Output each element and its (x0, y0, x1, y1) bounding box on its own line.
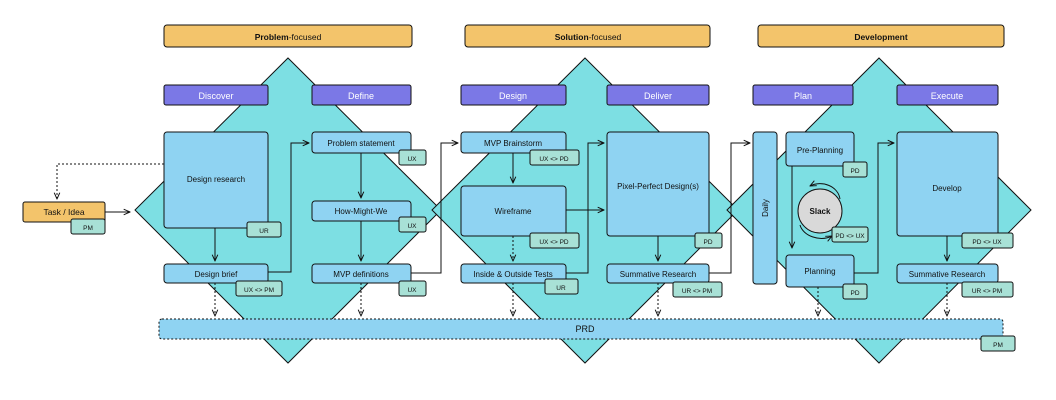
wireframe-tag (529, 232, 580, 249)
stage-label-design: Design (499, 91, 527, 101)
task-idea-label: Task / Idea (43, 207, 84, 217)
mvp-definitions-label: MVP definitions (333, 270, 388, 279)
pre-planning-box (785, 131, 855, 167)
summative-research-1-tag-label: UR <> PM (682, 288, 712, 295)
task-idea-box (22, 201, 106, 223)
how-might-we-tag (398, 216, 427, 233)
daily-box (752, 131, 778, 285)
inside-outside-tests-tag (544, 278, 579, 295)
phase-bars: Problem-focused Solution-focused Develop… (163, 24, 1005, 48)
mvp-brainstorm-tag-label: UX <> PD (539, 156, 569, 163)
task-idea-tag (70, 218, 106, 235)
slack-label: Slack (810, 207, 831, 216)
design-brief-box (163, 263, 269, 284)
phase-bar-solution (464, 24, 711, 48)
wireframe-tag-label: UX <> PD (539, 239, 569, 246)
problem-statement-label: Problem statement (327, 139, 395, 148)
pre-planning-tag (842, 161, 868, 178)
stage-label-plan: Plan (794, 91, 812, 101)
mvp-definitions-tag (398, 280, 427, 297)
develop-tag-label: PD <> UX (972, 239, 1002, 246)
phase-bar-development (757, 24, 1005, 48)
slack-tag (831, 226, 869, 243)
summative-research-1-label: Summative Research (620, 270, 696, 279)
pixel-perfect-label: Pixel-Perfect Design(s) (617, 182, 699, 191)
slack-circle (797, 188, 843, 234)
stage-bar-design (460, 84, 567, 106)
slack-tag-label: PD <> UX (835, 233, 865, 240)
daily-label: Daily (761, 199, 770, 217)
problem-statement-tag-label: UX (407, 156, 417, 163)
develop-box (896, 131, 999, 237)
wireframe-box (460, 185, 567, 237)
phase-label-solution: Solution-focused (555, 32, 622, 42)
inside-outside-tests-tag-label: UR (556, 285, 566, 292)
summative-research-1-tag (672, 281, 723, 298)
summative-research-2-tag (961, 281, 1014, 298)
phase-label-development: Development (854, 32, 908, 42)
pre-planning-label: Pre-Planning (797, 146, 843, 155)
how-might-we-label: How-Might-We (335, 207, 388, 216)
stage-label-deliver: Deliver (644, 91, 672, 101)
stage-bar-deliver (606, 84, 710, 106)
phase-bar-problem (163, 24, 413, 48)
planning-tag (842, 283, 868, 300)
mvp-definitions-box (311, 263, 412, 284)
inside-outside-tests-box (460, 263, 567, 284)
design-research-label: Design research (187, 175, 245, 184)
summative-research-2-label: Summative Research (909, 270, 985, 279)
summative-research-2-tag-label: UR <> PM (972, 288, 1002, 295)
nodes: Task / Idea PM Design research UR Design… (22, 131, 1016, 352)
stage-bar-execute (896, 84, 999, 106)
inside-outside-tests-label: Inside & Outside Tests (473, 270, 552, 279)
pre-planning-tag-label: PD (850, 168, 859, 175)
problem-statement-box (311, 131, 412, 154)
phase-label-problem: Problem-focused (255, 32, 322, 42)
pixel-perfect-tag (694, 232, 723, 249)
prd-tag (980, 335, 1016, 352)
pixel-perfect-tag-label: PD (703, 239, 712, 246)
develop-label: Develop (932, 184, 962, 193)
prd-label: PRD (575, 324, 595, 334)
stage-label-discover: Discover (198, 91, 233, 101)
mvp-brainstorm-label: MVP Brainstorm (484, 139, 542, 148)
summative-research-1-box (606, 263, 710, 284)
stage-label-execute: Execute (931, 91, 964, 101)
how-might-we-tag-label: UX (407, 223, 417, 230)
design-research-tag-label: UR (259, 228, 269, 235)
wireframe-label: Wireframe (495, 207, 532, 216)
planning-tag-label: PD (850, 290, 859, 297)
design-brief-tag (235, 280, 283, 297)
pixel-perfect-box (606, 131, 710, 237)
stage-bar-discover (163, 84, 269, 106)
prd-tag-label: PM (993, 342, 1003, 349)
summative-research-2-box (896, 263, 999, 284)
stage-bar-define (311, 84, 412, 106)
design-brief-tag-label: UX <> PM (244, 287, 274, 294)
stage-label-define: Define (348, 91, 374, 101)
how-might-we-box (311, 200, 412, 222)
design-brief-label: Design brief (195, 270, 238, 279)
stage-bar-plan (752, 84, 854, 106)
problem-statement-tag (398, 149, 427, 166)
planning-label: Planning (804, 267, 835, 276)
design-research-tag (246, 221, 282, 238)
prd-bar (158, 318, 1004, 340)
connectors (57, 143, 947, 316)
mvp-brainstorm-tag (529, 149, 580, 166)
planning-box (785, 254, 855, 288)
mvp-definitions-tag-label: UX (407, 287, 417, 294)
task-idea-tag-label: PM (83, 225, 93, 232)
develop-tag (961, 232, 1014, 249)
mvp-brainstorm-box (460, 131, 567, 154)
design-research-box (163, 131, 269, 229)
stage-bars: Discover Define Design Deliver Plan Exec… (163, 84, 999, 106)
